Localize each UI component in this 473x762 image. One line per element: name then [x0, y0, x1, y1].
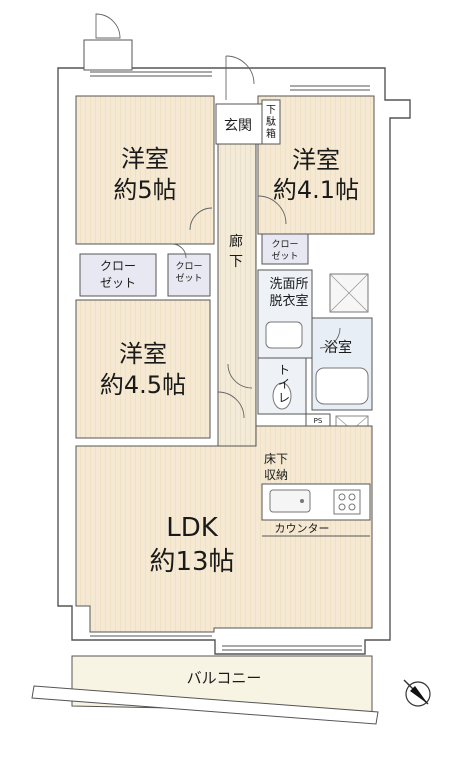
toilet-bowl: [272, 382, 292, 410]
north-arrow-icon: [403, 679, 431, 707]
shoe-box-label-2: 駄: [266, 115, 276, 128]
shoe-box-label-3: 箱: [266, 127, 276, 140]
washroom-label-1: 洗面所: [269, 277, 308, 292]
room-ldk: [75, 425, 373, 633]
balcony-label: バルコニー: [187, 669, 262, 687]
ldk-name: LDK: [166, 513, 219, 543]
shoe-box-label-1: 下: [266, 105, 276, 116]
toilet-label-1: ト: [278, 363, 290, 377]
hallway: [217, 143, 257, 447]
closet-big: [79, 253, 157, 297]
closet-big-label-1: クロー: [100, 259, 136, 273]
closet-right-label-2: ゼット: [271, 250, 298, 262]
bathroom-label: 浴室: [324, 339, 352, 356]
closet-right-label-1: クロー: [271, 239, 298, 250]
closet-right: [261, 233, 309, 265]
closet-small: [167, 253, 211, 297]
hallway-label-1: 廊: [229, 233, 243, 250]
western-2-name: 洋室: [292, 146, 340, 174]
western-3-size: 約4.5帖: [100, 371, 186, 399]
western-1-size: 約5帖: [113, 176, 176, 204]
stove-icon: [333, 489, 361, 515]
toilet-label-2: イ: [278, 377, 290, 391]
room-western-1: [75, 95, 215, 245]
hallway-label-2: 下: [229, 254, 243, 270]
sink: [265, 321, 303, 349]
closet-small-label-2: ゼット: [175, 272, 202, 284]
bathtub: [315, 367, 369, 405]
washroom-label-2: 脱衣室: [269, 293, 308, 309]
closet-small-label-1: クロー: [175, 261, 202, 272]
kitchen-sink: [269, 489, 311, 513]
closet-big-label-2: ゼット: [100, 276, 136, 290]
door-swings: [95, 13, 341, 419]
counter-label: カウンター: [275, 522, 330, 535]
western-1-name: 洋室: [121, 145, 169, 173]
windows: [90, 71, 370, 651]
shoe-box: [261, 99, 281, 145]
entrance-label: 玄関: [224, 117, 252, 134]
toilet-label-3: レ: [278, 391, 290, 405]
western-2-size: 約4.1帖: [273, 176, 359, 204]
entrance: [215, 103, 263, 145]
room-western-3: [75, 299, 211, 439]
underfloor-label-2: 収納: [264, 468, 288, 482]
western-3-name: 洋室: [119, 340, 167, 368]
balcony-rail: [31, 685, 379, 725]
underfloor-label-1: 床下: [264, 452, 288, 466]
ldk-size: 約13帖: [149, 547, 234, 577]
ps-label: PS: [314, 417, 323, 425]
